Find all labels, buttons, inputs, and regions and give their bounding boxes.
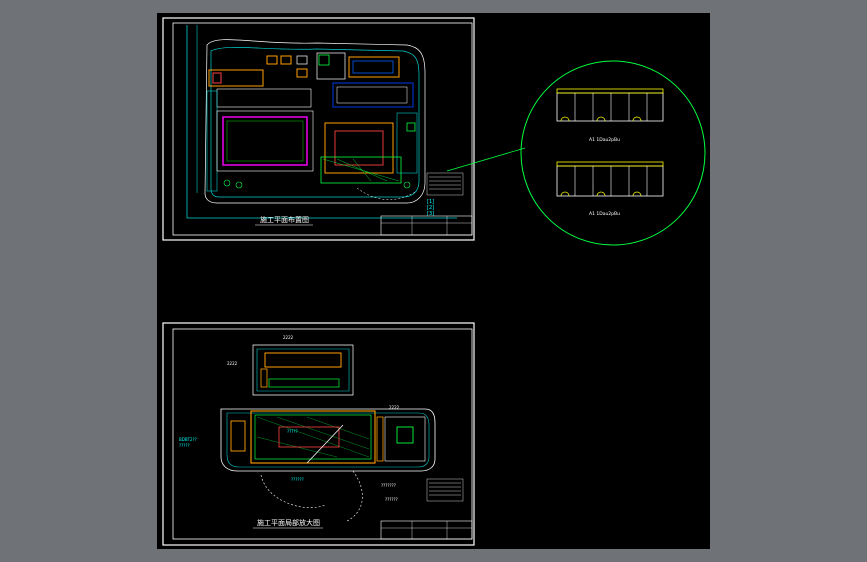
bottom-label-2: ????? — [287, 429, 298, 434]
cad-drawing: [1] [2] [3] 施工平面布置图 A1 1Dau2pBu A — [162, 17, 706, 546]
bottom-label-3: ?????? — [291, 477, 304, 482]
top-sheet-title: 施工平面布置图 — [260, 215, 309, 224]
drawing-viewport[interactable]: [1] [2] [3] 施工平面布置图 A1 1Dau2pBu A — [157, 13, 710, 549]
bottom-callout-text: ?????? — [385, 497, 398, 502]
bottom-label-5: BDBT2?? — [179, 437, 197, 442]
detail-callout: A1 1Dau2pBu A1 1Dau2pBu — [520, 60, 706, 246]
detail-lower-label: A1 1Dau2pBu — [589, 211, 620, 217]
bottom-label-6: ????? — [179, 443, 190, 448]
bottom-label-4: 2222 — [389, 405, 400, 410]
legend-code-3: [3] — [427, 211, 434, 217]
legend-code-1: [1] — [427, 199, 434, 205]
bottom-sheet-title: 施工平面局部放大图 — [257, 518, 320, 527]
detail-upper-label: A1 1Dau2pBu — [589, 137, 620, 143]
legend-code-2: [2] — [427, 205, 434, 211]
top-sheet: [1] [2] [3] 施工平面布置图 — [162, 17, 475, 241]
detail-leader-line — [446, 147, 526, 172]
bottom-sheet: 2222 2222 ????? ?????? 2222 BDBT2?? ????… — [162, 322, 475, 546]
bottom-label-7: ??????? — [381, 483, 396, 488]
bottom-label-0: 2222 — [283, 335, 294, 340]
bottom-label-1: 2222 — [227, 361, 238, 366]
